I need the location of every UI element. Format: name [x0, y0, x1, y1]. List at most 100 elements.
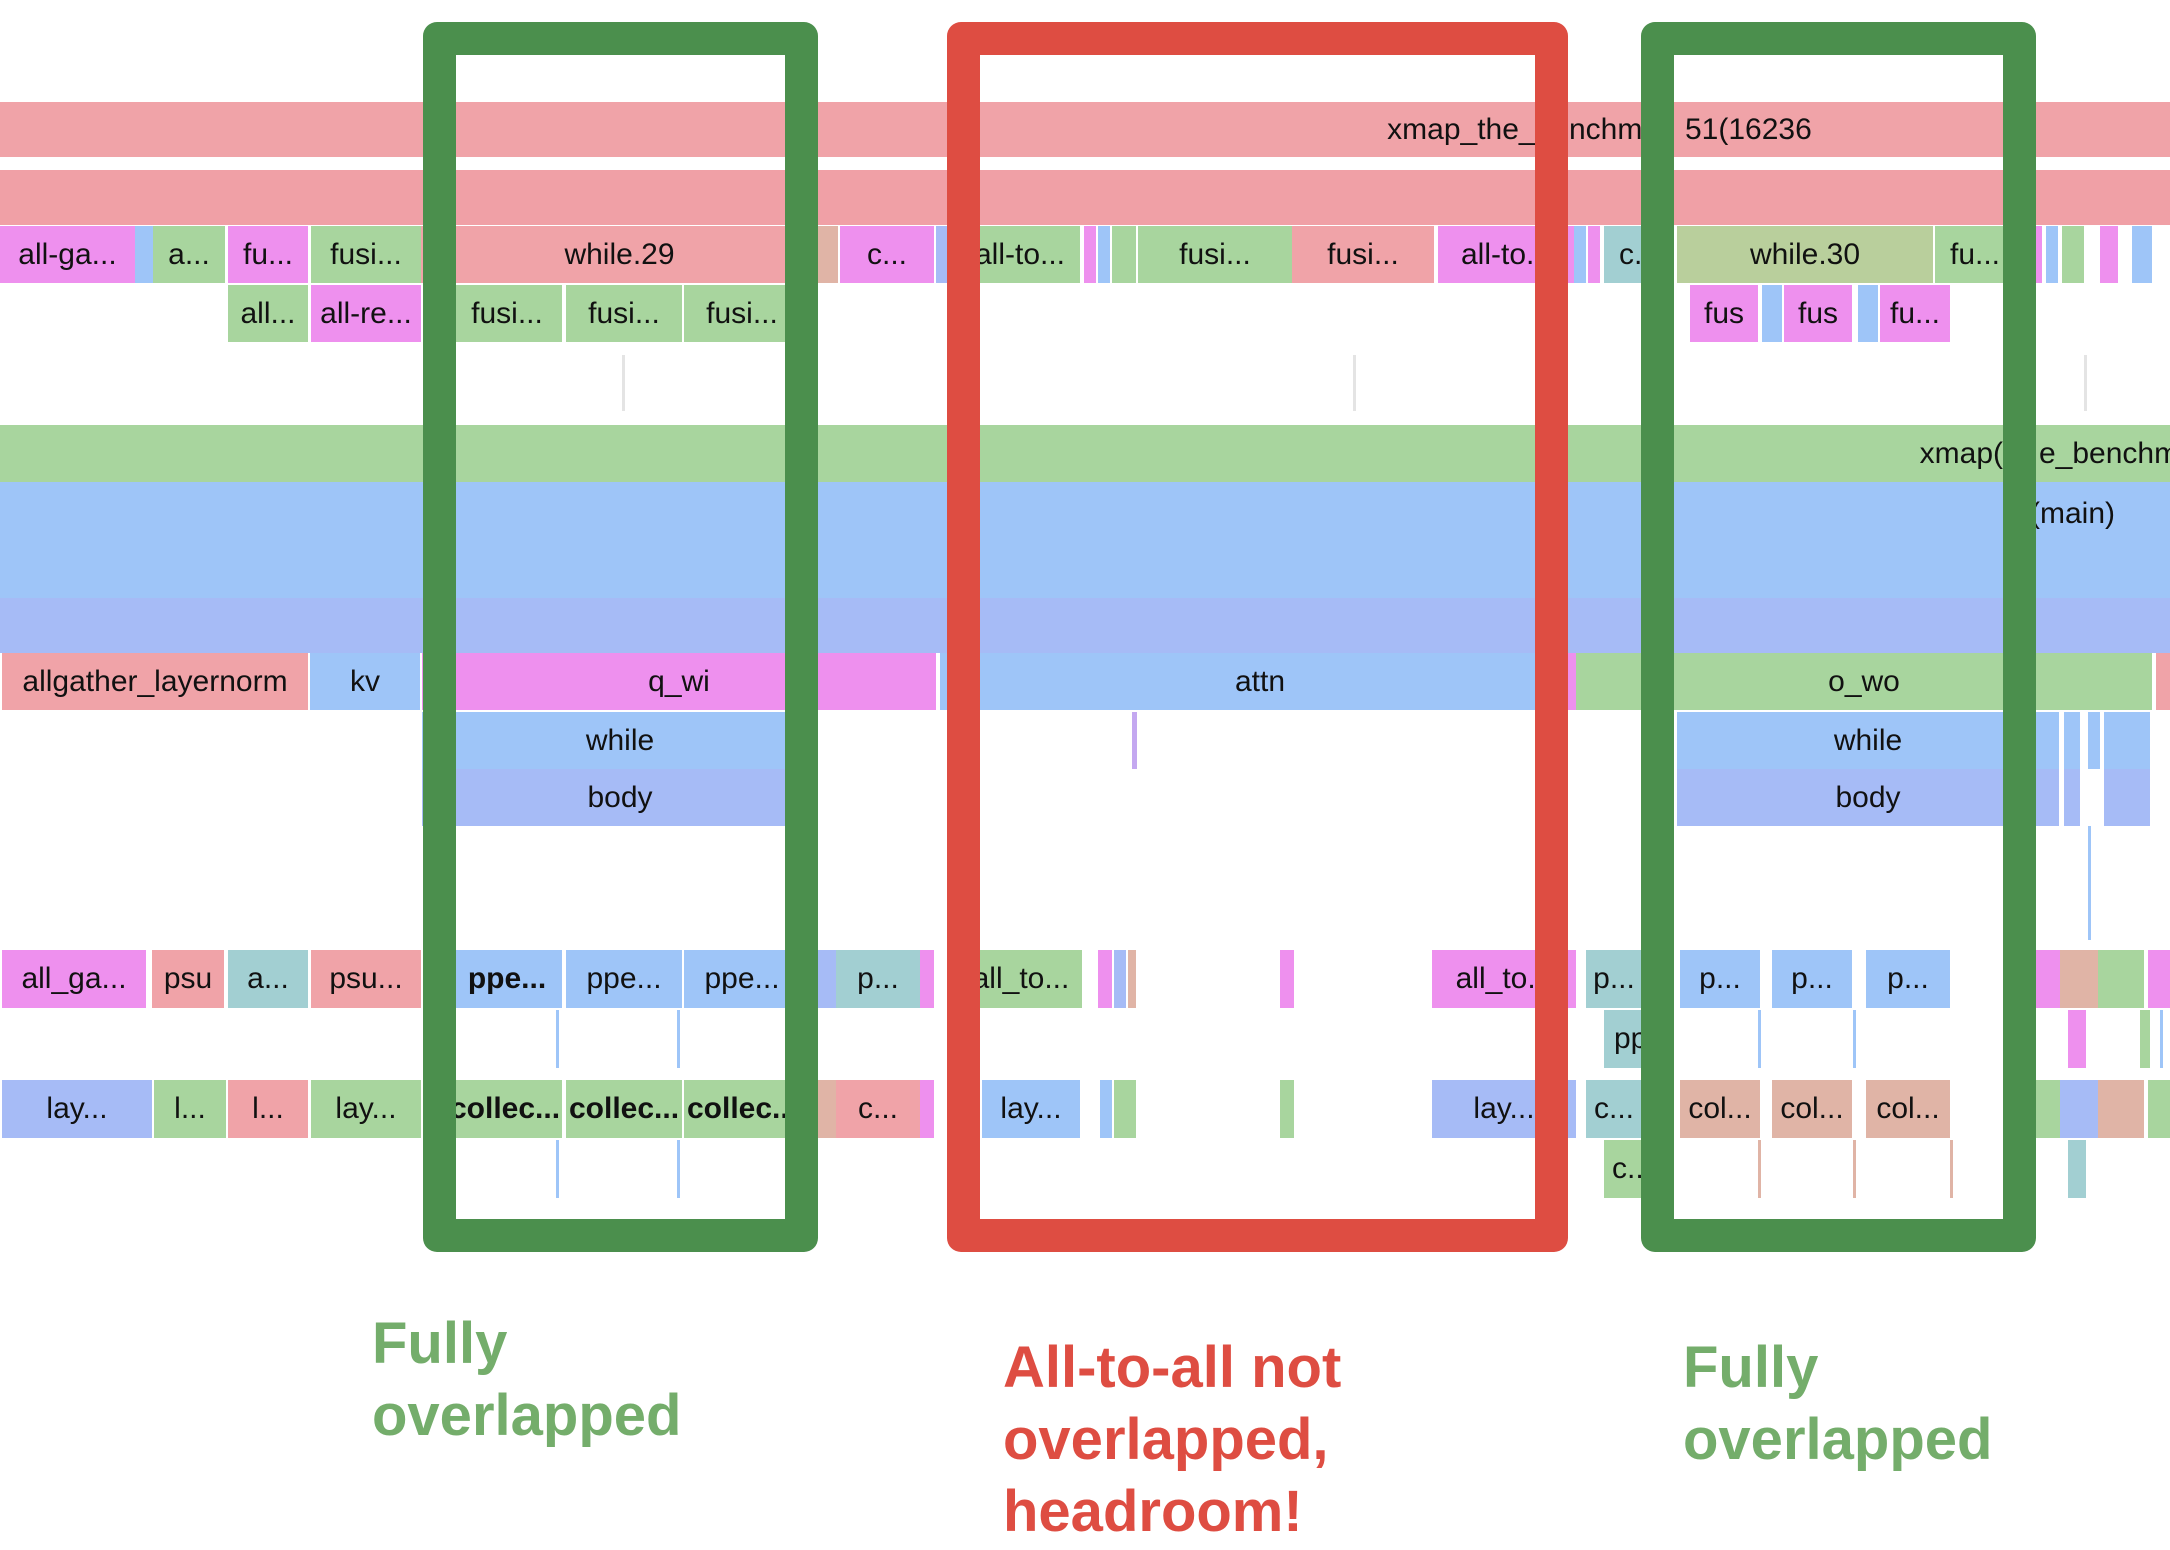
op-block[interactable]: col...	[1866, 1080, 1950, 1138]
op-block[interactable]: fus	[1690, 285, 1758, 342]
op-block[interactable]: p...	[1866, 950, 1950, 1008]
event-marker[interactable]	[556, 1140, 559, 1198]
op-block[interactable]	[2098, 950, 2144, 1008]
op-block[interactable]: l...	[228, 1080, 308, 1138]
module-span-bar[interactable]	[0, 598, 2170, 653]
op-block[interactable]	[1280, 950, 1294, 1008]
op-block[interactable]	[818, 950, 836, 1008]
event-marker[interactable]	[2088, 826, 2091, 940]
op-block[interactable]	[2062, 226, 2084, 283]
op-block[interactable]	[920, 950, 934, 1008]
op-block[interactable]: fusi...	[1138, 226, 1292, 283]
op-block[interactable]	[936, 226, 956, 283]
while-30-block[interactable]: while.30	[1677, 226, 1933, 283]
event-marker[interactable]	[1853, 1140, 1856, 1198]
op-block[interactable]: fusi...	[1292, 226, 1434, 283]
op-block[interactable]	[1114, 1080, 1136, 1138]
main-span-bar[interactable]: (main)	[0, 482, 2170, 545]
op-block[interactable]	[2036, 950, 2060, 1008]
op-block[interactable]: ppe...	[452, 950, 562, 1008]
op-block[interactable]	[1100, 1080, 1112, 1138]
op-block[interactable]	[1762, 285, 1782, 342]
op-block[interactable]: fu...	[1880, 285, 1950, 342]
op-block[interactable]: fusi...	[311, 226, 421, 283]
op-block[interactable]: lay...	[2, 1080, 152, 1138]
op-block[interactable]: fus	[1784, 285, 1852, 342]
op-block[interactable]: collec...	[448, 1080, 562, 1138]
op-block[interactable]: collec...	[566, 1080, 682, 1138]
xmap-main-bar-tail[interactable]: e_benchm	[2003, 425, 2170, 482]
op-block[interactable]	[2156, 653, 2170, 710]
event-marker[interactable]	[1853, 1010, 1856, 1068]
op-block[interactable]	[818, 1080, 836, 1138]
op-block[interactable]	[1858, 285, 1878, 342]
op-block[interactable]: all...	[228, 285, 308, 342]
scope-q-wi[interactable]: q_wi	[422, 653, 936, 710]
while-29-block[interactable]: while.29	[421, 226, 818, 283]
all-to-all-block[interactable]: all-to...	[960, 226, 1080, 283]
op-block[interactable]: p...	[1586, 950, 1642, 1008]
event-marker[interactable]	[677, 1010, 680, 1068]
benchmark-span-bar[interactable]	[0, 170, 2170, 225]
body-block[interactable]: body	[1677, 769, 2059, 826]
body-block[interactable]: body	[422, 769, 818, 826]
op-block[interactable]	[135, 226, 153, 283]
op-block[interactable]: all-ga...	[0, 226, 135, 283]
op-block[interactable]	[1112, 226, 1136, 283]
event-marker[interactable]	[2160, 1010, 2163, 1068]
xmap-benchmark-bar-tail[interactable]: 51(16236	[1677, 102, 2170, 157]
op-block[interactable]: l...	[154, 1080, 226, 1138]
op-block[interactable]	[1098, 226, 1110, 283]
op-block[interactable]: lay...	[1432, 1080, 1576, 1138]
op-block[interactable]	[1280, 1080, 1294, 1138]
op-block[interactable]: fusi...	[684, 285, 800, 342]
op-block[interactable]: fusi...	[566, 285, 682, 342]
op-block[interactable]: pp	[1604, 1010, 1644, 1068]
op-block[interactable]	[2100, 226, 2118, 283]
op-block[interactable]: ppe...	[566, 950, 682, 1008]
xmap-benchmark-bar[interactable]: xmap_the_benchmar	[0, 102, 1677, 157]
while-block[interactable]: while	[422, 712, 818, 769]
op-block[interactable]: ppe...	[684, 950, 800, 1008]
op-block[interactable]: p...	[1772, 950, 1852, 1008]
op-block[interactable]	[2148, 1080, 2170, 1138]
op-block[interactable]: fusi...	[452, 285, 562, 342]
op-block[interactable]: psu...	[311, 950, 421, 1008]
op-block[interactable]	[2148, 950, 2170, 1008]
scope-o-wo[interactable]: o_wo	[1576, 653, 2152, 710]
op-block[interactable]	[1588, 226, 1600, 283]
event-marker[interactable]	[556, 1010, 559, 1068]
op-block[interactable]: fu...	[1935, 226, 2015, 283]
op-block[interactable]: fu...	[228, 226, 308, 283]
op-block[interactable]: col...	[1680, 1080, 1760, 1138]
op-block[interactable]	[920, 1080, 934, 1138]
op-block[interactable]: c...	[836, 1080, 920, 1138]
op-block[interactable]	[2030, 226, 2042, 283]
event-marker[interactable]	[1950, 1140, 1953, 1198]
scope-attn[interactable]: attn	[940, 653, 1580, 710]
op-block[interactable]	[1574, 226, 1586, 283]
op-block[interactable]: all_ga...	[2, 950, 146, 1008]
op-block[interactable]: col...	[1772, 1080, 1852, 1138]
op-block[interactable]	[2098, 1080, 2144, 1138]
op-block[interactable]: all-re...	[311, 285, 421, 342]
op-block[interactable]	[1098, 950, 1112, 1008]
op-block[interactable]	[2068, 1010, 2086, 1068]
event-marker[interactable]	[1758, 1010, 1761, 1068]
op-block[interactable]	[2064, 769, 2080, 826]
op-block[interactable]	[2068, 1140, 2086, 1198]
main-subspan-bar[interactable]	[0, 545, 2170, 598]
op-block[interactable]: collec...	[684, 1080, 800, 1138]
op-block[interactable]	[2060, 1080, 2098, 1138]
op-block[interactable]	[2132, 226, 2152, 283]
event-marker[interactable]	[677, 1140, 680, 1198]
op-block[interactable]	[2046, 226, 2058, 283]
op-block[interactable]: a...	[228, 950, 308, 1008]
event-marker[interactable]	[2084, 355, 2087, 411]
all-to-all-block[interactable]: all-to...	[1438, 226, 1574, 283]
op-block[interactable]: psu	[152, 950, 224, 1008]
op-block[interactable]: c...	[840, 226, 934, 283]
op-block[interactable]	[2104, 769, 2150, 826]
op-block[interactable]	[2060, 950, 2098, 1008]
while-block[interactable]: while	[1677, 712, 2059, 769]
